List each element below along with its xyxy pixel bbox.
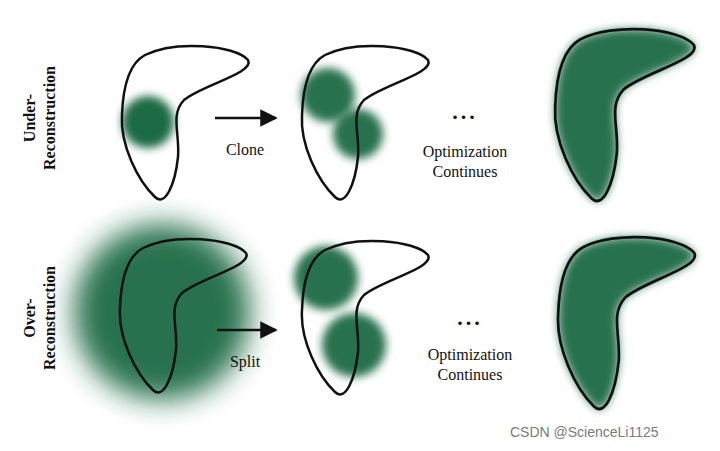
- operation-label: Split: [180, 352, 310, 372]
- gaussian-blob: [74, 224, 250, 400]
- clone-arrow: [215, 117, 276, 120]
- gaussian-blob: [122, 96, 174, 148]
- shape-outline: [122, 46, 249, 200]
- row-label: Under- Reconstruction: [20, 53, 60, 183]
- gaussian-blob: [301, 68, 383, 159]
- operation-label: Clone: [180, 140, 310, 160]
- split-arrow: [217, 329, 276, 332]
- shape-outline: [302, 241, 429, 395]
- gaussian-blob: [294, 246, 386, 377]
- gaussian-blob: [555, 29, 694, 201]
- shape-outline: [120, 239, 247, 393]
- ellipsis: ...: [452, 98, 478, 126]
- step-note: Optimization Continues: [405, 345, 535, 385]
- step-note: Optimization Continues: [400, 142, 530, 182]
- shape-outline: [558, 237, 695, 409]
- gaussian-blob: [558, 237, 695, 409]
- shape-outline: [302, 46, 429, 200]
- row-label: Over- Reconstruction: [20, 253, 60, 383]
- ellipsis: ...: [457, 304, 483, 332]
- shape-outline: [555, 29, 694, 201]
- watermark: CSDN @ScienceLi1125: [510, 424, 659, 442]
